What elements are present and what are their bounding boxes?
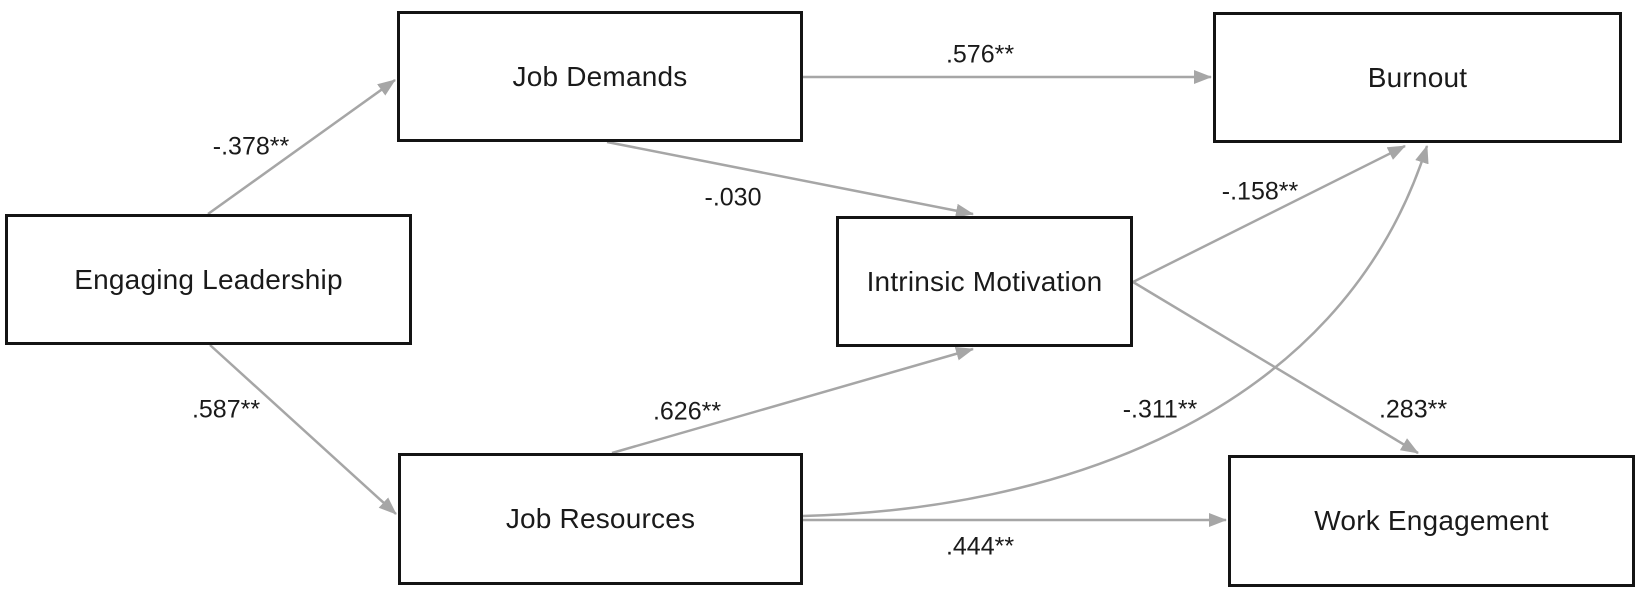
- node-label-intrinsic-motivation: Intrinsic Motivation: [866, 265, 1103, 297]
- edge-intrinsic_motivation-to-burnout: [1132, 144, 1406, 284]
- node-burnout: Burnout: [1213, 12, 1622, 143]
- node-label-engaging-leadership: Engaging Leadership: [74, 263, 343, 295]
- coefficient-engaging-leadership-to-job-resources: .587**: [191, 395, 261, 424]
- coefficient-job-demands-to-burnout: .576**: [945, 40, 1015, 69]
- coefficient-job-resources-to-burnout: -.311**: [1122, 395, 1198, 424]
- coefficient-job-resources-to-intrinsic-motivation: .626**: [652, 397, 722, 426]
- node-label-burnout: Burnout: [1367, 61, 1468, 93]
- node-label-job-demands: Job Demands: [512, 60, 688, 92]
- coefficient-intrinsic-motivation-to-burnout: -.158**: [1221, 177, 1299, 206]
- node-job-resources: Job Resources: [398, 453, 803, 585]
- node-label-work-engagement: Work Engagement: [1314, 505, 1549, 536]
- node-label-job-resources: Job Resources: [505, 503, 696, 534]
- edge-engaging_leadership-to-job_demands: [207, 78, 396, 216]
- coefficient-engaging-leadership-to-job-demands: -.378**: [212, 132, 290, 161]
- node-intrinsic-motivation: Intrinsic Motivation: [836, 216, 1133, 347]
- edge-job_resources-to-intrinsic_motivation: [611, 346, 974, 455]
- node-job-demands: Job Demands: [397, 11, 803, 142]
- node-work-engagement: Work Engagement: [1228, 455, 1635, 587]
- edge-job_resources-to-burnout: [802, 145, 1429, 518]
- edge-engaging_leadership-to-job_resources: [209, 344, 397, 515]
- coefficient-intrinsic-motivation-to-work-engagement: .283**: [1378, 395, 1448, 424]
- coefficient-job-demands-to-intrinsic-motivation: -.030: [704, 183, 762, 212]
- coefficient-job-resources-to-work-engagement: .444**: [945, 532, 1015, 561]
- node-engaging-leadership: Engaging Leadership: [5, 214, 412, 345]
- edge-job_demands-to-intrinsic_motivation: [606, 140, 974, 218]
